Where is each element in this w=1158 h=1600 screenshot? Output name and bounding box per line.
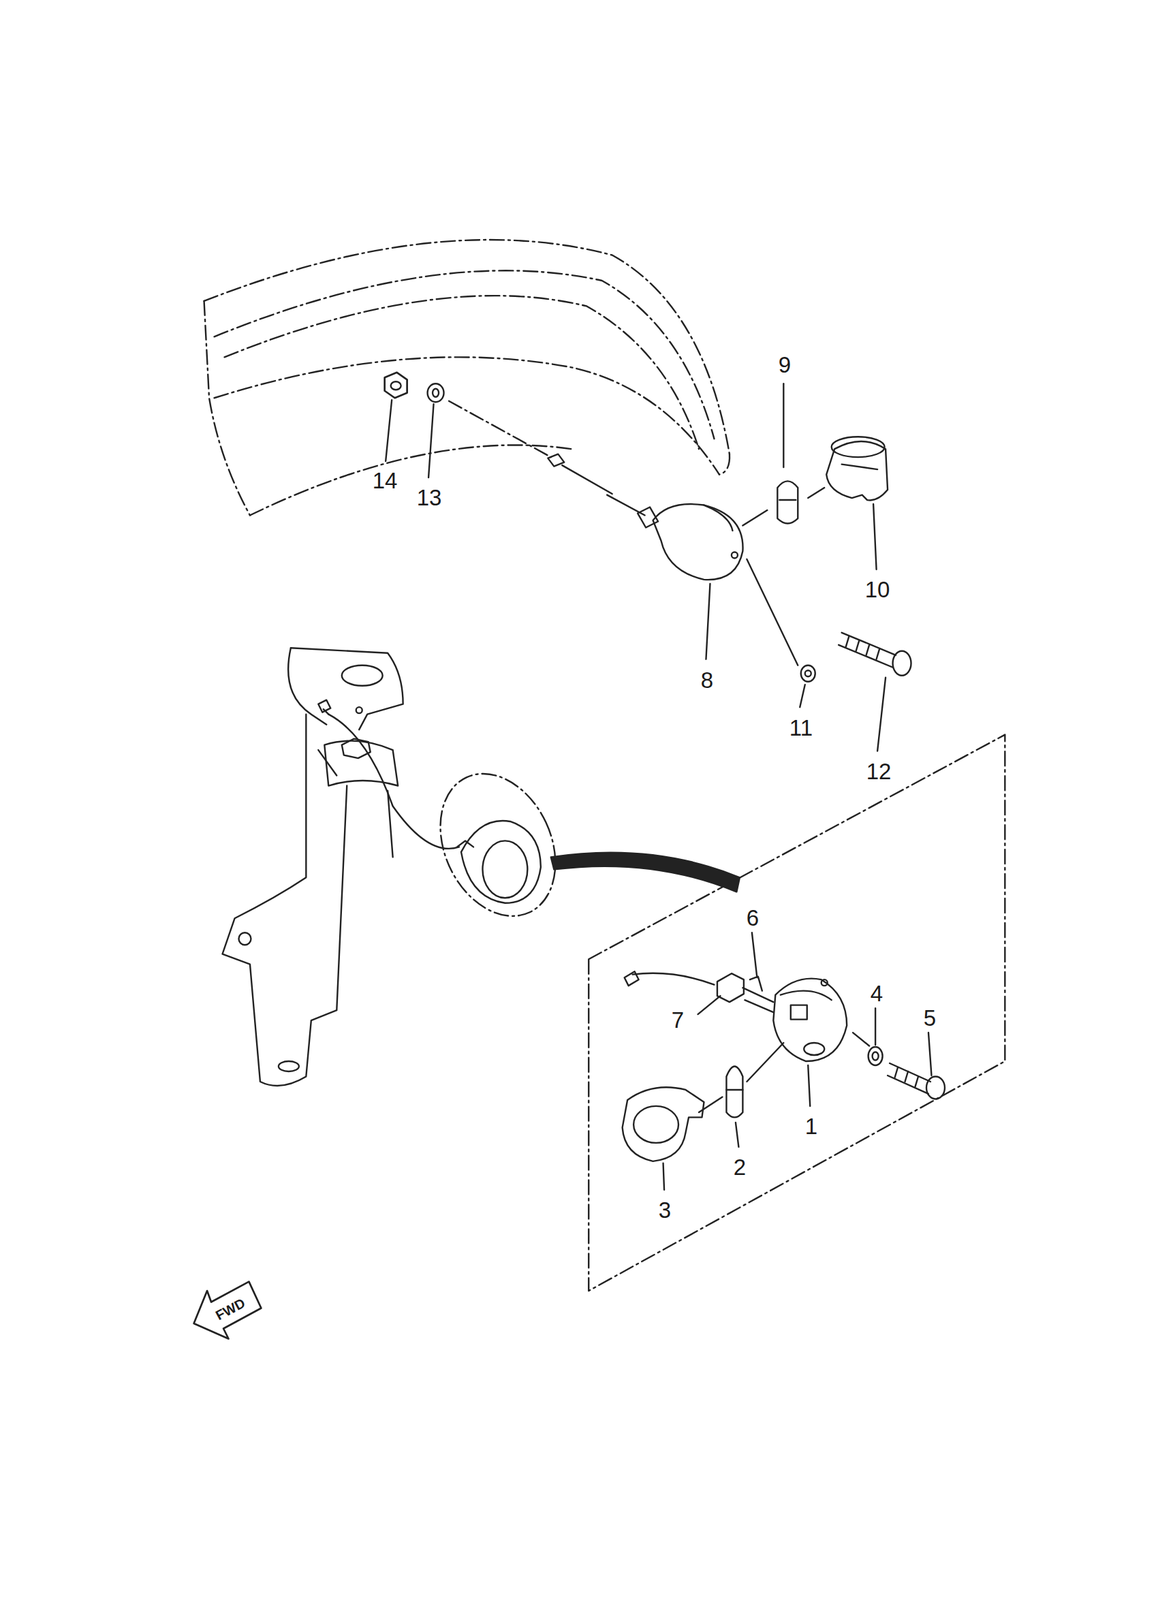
callout-number: 10 [863, 576, 892, 603]
callout-number: 1 [803, 1113, 819, 1139]
callout-number: 8 [699, 667, 715, 693]
callout-number: 12 [865, 758, 894, 785]
callout-number: 14 [371, 467, 400, 494]
callout-number: 4 [869, 980, 885, 1007]
callout-number: 11 [788, 715, 815, 741]
callout-number: 3 [657, 1197, 673, 1223]
callout-number: 13 [415, 484, 444, 511]
callout-number: 9 [777, 352, 793, 378]
callout-number: 2 [732, 1154, 748, 1180]
callout-number: 6 [745, 905, 761, 931]
callout-number: 5 [922, 1005, 938, 1031]
callout-number: 7 [670, 1007, 686, 1033]
